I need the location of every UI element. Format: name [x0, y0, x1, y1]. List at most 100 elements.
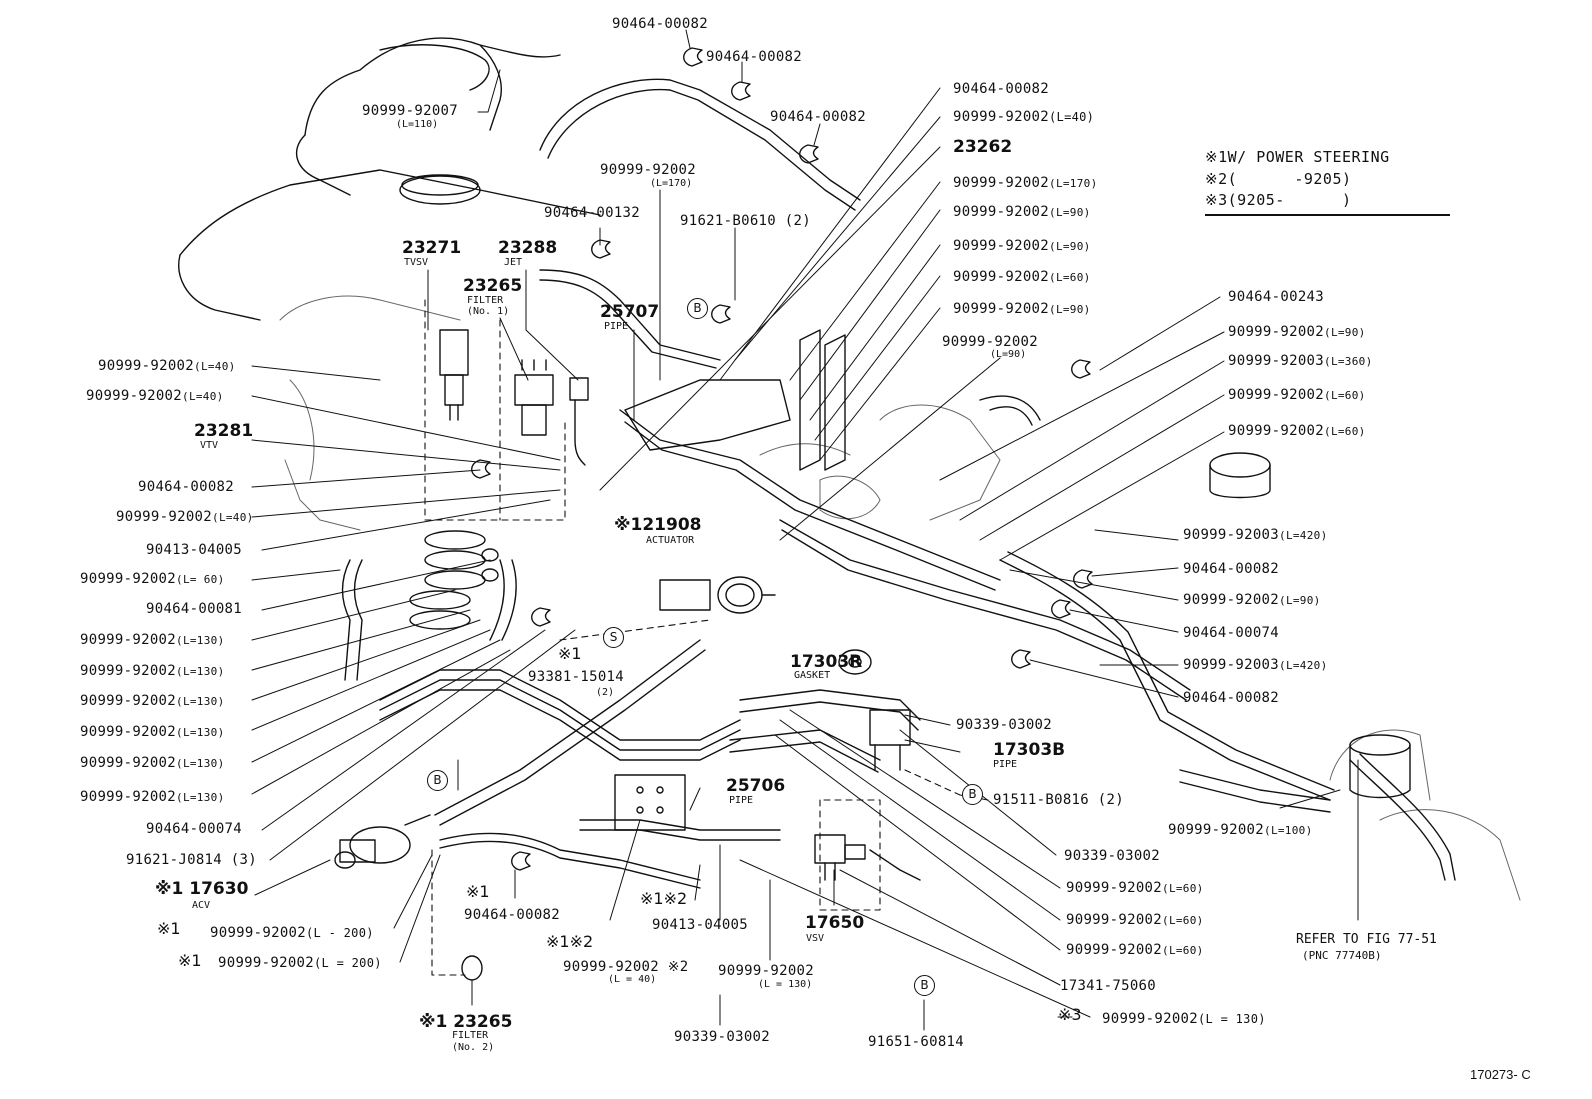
legend-note-2: ※2( -9205) [1205, 172, 1352, 187]
part-label: 90999-92002(L=60) [1228, 388, 1366, 402]
legend-note-3: ※3(9205- ) [1205, 193, 1352, 208]
part-label: 90464-00081 [146, 601, 243, 617]
part-label: 90999-92003(L=420) [1183, 658, 1328, 672]
part-length: (L=130) [176, 634, 225, 647]
part-label: 23288 [498, 238, 558, 258]
part-length: (L - 200) [306, 926, 374, 940]
part-code: 90999-92002 [80, 571, 177, 587]
part-length: (L=40) [1049, 110, 1095, 124]
part-length: (L=360) [1324, 355, 1373, 368]
part-label: 17341-75060 [1060, 978, 1157, 994]
part-code: 90999-92003 [1183, 527, 1280, 543]
part-label: 90464-00082 [953, 81, 1050, 97]
actuator-component [659, 576, 776, 614]
part-label: 90999-92002(L=130) [80, 633, 225, 647]
part-code: 90999-92002 [1168, 822, 1265, 838]
part-code: 90999-92002 [1228, 423, 1325, 439]
part-label: 90999-92002(L=90) [953, 205, 1091, 219]
legend-text: (9205- ) [1227, 191, 1352, 209]
part-label: 90999-92002(L=60) [953, 270, 1091, 284]
hose-clips [471, 47, 1093, 871]
callout-b: B [427, 770, 448, 791]
refer-note: REFER TO FIG 77-51 [1296, 932, 1437, 947]
part-label: 90999-92002(L = 130) [1102, 1012, 1266, 1026]
air-cleaner-outline [178, 37, 601, 321]
part-length: (L=90) [1324, 326, 1366, 339]
part-code: 90999-92002 [953, 175, 1050, 191]
part-label: 90413-04005 [652, 917, 749, 933]
callout-b: B [687, 298, 708, 319]
part-sublabel: TVSV [404, 257, 429, 268]
part-length: (L=130) [176, 665, 225, 678]
part-label: 25706 [726, 776, 786, 796]
part-sublabel: (L=90) [990, 349, 1027, 360]
part-length: (L=60) [1162, 882, 1204, 895]
part-code: 90999-92002 [1228, 324, 1325, 340]
tvsv-component [439, 329, 469, 421]
part-label: 25707 [600, 302, 660, 322]
part-label: 91621-J0814 (3) [126, 852, 257, 868]
legend-mark: ※1 [1205, 148, 1228, 166]
part-mark: ※1※2 [546, 932, 594, 951]
part-label: 90999-92002(L = 200) [218, 956, 382, 970]
part-code: 90999-92002 [80, 789, 177, 805]
part-sublabel: (No. 2) [452, 1042, 495, 1053]
callout-b: B [962, 784, 983, 805]
legend-underline [1205, 214, 1450, 216]
part-label: 90464-00082 [612, 16, 709, 32]
part-label: 23281 [194, 421, 254, 441]
part-label: 93381-15014 [528, 669, 625, 685]
part-label: 90999-92002(L=90) [953, 239, 1091, 253]
part-sublabel: VTV [200, 440, 219, 451]
part-mark: ※1 [558, 644, 582, 663]
part-label: 90999-92002 [942, 334, 1039, 350]
part-length: (L=130) [176, 726, 225, 739]
part-label: 90999-92002(L=130) [80, 694, 225, 708]
part-length: (L=170) [1049, 177, 1098, 190]
part-sublabel: FILTER [467, 295, 504, 306]
part-length: (L=90) [1049, 206, 1091, 219]
part-label: 90999-92002 [600, 162, 697, 178]
engine-block-outline [279, 295, 1521, 901]
part-code: 90999-92003 [1183, 657, 1280, 673]
refer-pnc: (PNC 77740B) [1302, 949, 1382, 962]
part-code: 90999-92002 [1066, 880, 1163, 896]
part-label: 17303B [993, 740, 1066, 760]
part-label: 90339-03002 [1064, 848, 1161, 864]
gasket-component [838, 649, 872, 675]
part-label: 90999-92002(L - 200) [210, 926, 374, 940]
part-label: 90999-92002(L=40) [116, 510, 254, 524]
part-code: 90999-92002 [1066, 942, 1163, 958]
part-length: (L=60) [1324, 425, 1366, 438]
part-code: 90999-92002 [98, 358, 195, 374]
part-label: 23271 [402, 238, 462, 258]
part-sublabel: JET [504, 257, 523, 268]
part-sublabel: (L=110) [396, 119, 439, 130]
vacuum-reservoir-right [1209, 452, 1271, 499]
acv-component [334, 814, 431, 869]
part-label: 91651-60814 [868, 1034, 965, 1050]
part-label: 90464-00082 [138, 479, 235, 495]
part-length: (L=420) [1279, 659, 1328, 672]
part-label: 90464-00082 [1183, 690, 1280, 706]
part-length: (L=40) [194, 360, 236, 373]
part-label: 90999-92002(L= 60) [80, 572, 225, 586]
part-label: 90999-92002(L=130) [80, 725, 225, 739]
part-length: (L=100) [1264, 824, 1313, 837]
part-label: 90999-92003(L=360) [1228, 354, 1373, 368]
callout-b: B [914, 975, 935, 996]
part-label: 90999-92002(L=130) [80, 756, 225, 770]
part-label: 90464-00082 [770, 109, 867, 125]
part-length: (L= 60) [176, 573, 225, 586]
jet-component [569, 377, 589, 466]
part-label: 90999-92002(L=130) [80, 664, 225, 678]
part-label: 90999-92002(L=100) [1168, 823, 1313, 837]
part-code: 90999-92002 [953, 109, 1050, 125]
part-code: 90999-92002 [1228, 387, 1325, 403]
part-label: 90464-00074 [146, 821, 243, 837]
part-code: 90999-92002 [1183, 592, 1280, 608]
part-label: 91621-B0610 (2) [680, 213, 811, 229]
part-length: (L=130) [176, 757, 225, 770]
part-label: ※1 17630 [155, 879, 249, 899]
